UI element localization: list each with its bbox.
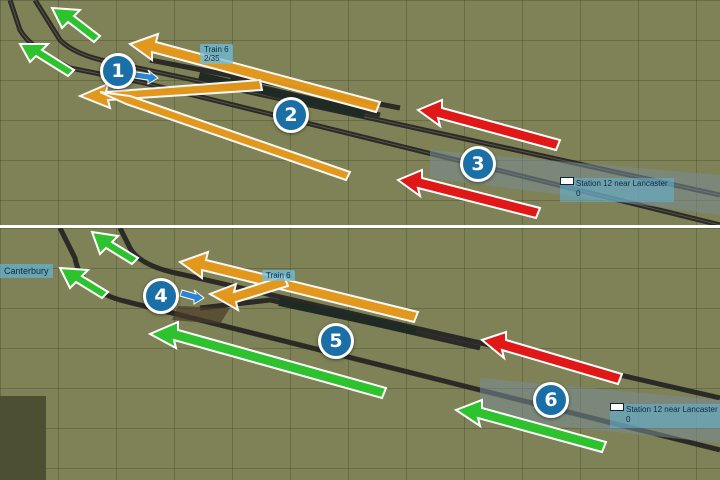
bottom-track-scene — [57, 228, 720, 454]
panel-divider — [0, 225, 720, 228]
red-arrow — [395, 98, 562, 220]
station-12-label[interactable]: Station 12 near Lancaster 0 — [560, 177, 674, 202]
top-scene-panel: Train 6 2/35 Station 12 near Lancaster 0… — [0, 0, 720, 225]
station-name: Station 12 near Lancaster — [626, 405, 718, 414]
building — [0, 396, 46, 480]
green-arrow — [58, 230, 608, 454]
train-name: Train 6 — [266, 271, 291, 280]
red-arrow — [479, 330, 624, 386]
step-badge-1: 1 — [100, 53, 136, 89]
station-12-label[interactable]: Station 12 near Lancaster 0 — [610, 403, 720, 428]
train-6[interactable] — [278, 298, 417, 335]
train-6-label[interactable]: Train 6 — [262, 270, 295, 281]
step-badge-2: 2 — [273, 97, 309, 133]
station-count: 0 — [626, 415, 631, 424]
train-load: 2/35 — [204, 54, 220, 63]
step-badge-4: 4 — [143, 278, 179, 314]
station-sign-icon — [560, 177, 574, 185]
step-badge-6: 6 — [533, 382, 569, 418]
train-name: Train 6 — [204, 45, 229, 54]
bottom-scene-panel: Canterbury Train 6 Station 12 near Lanca… — [0, 228, 720, 480]
step-badge-3: 3 — [460, 146, 496, 182]
orange-arrow — [77, 32, 382, 182]
train-6-label[interactable]: Train 6 2/35 — [200, 44, 233, 64]
green-arrow — [18, 6, 102, 78]
city-label-canterbury[interactable]: Canterbury — [0, 264, 53, 278]
blue-arrow — [133, 69, 159, 85]
blue-arrow — [179, 289, 205, 305]
station-sign-icon — [610, 403, 624, 411]
station-name: Station 12 near Lancaster — [576, 179, 668, 188]
step-badge-5: 5 — [318, 323, 354, 359]
orange-arrow — [177, 250, 420, 324]
station-count: 0 — [576, 189, 581, 198]
